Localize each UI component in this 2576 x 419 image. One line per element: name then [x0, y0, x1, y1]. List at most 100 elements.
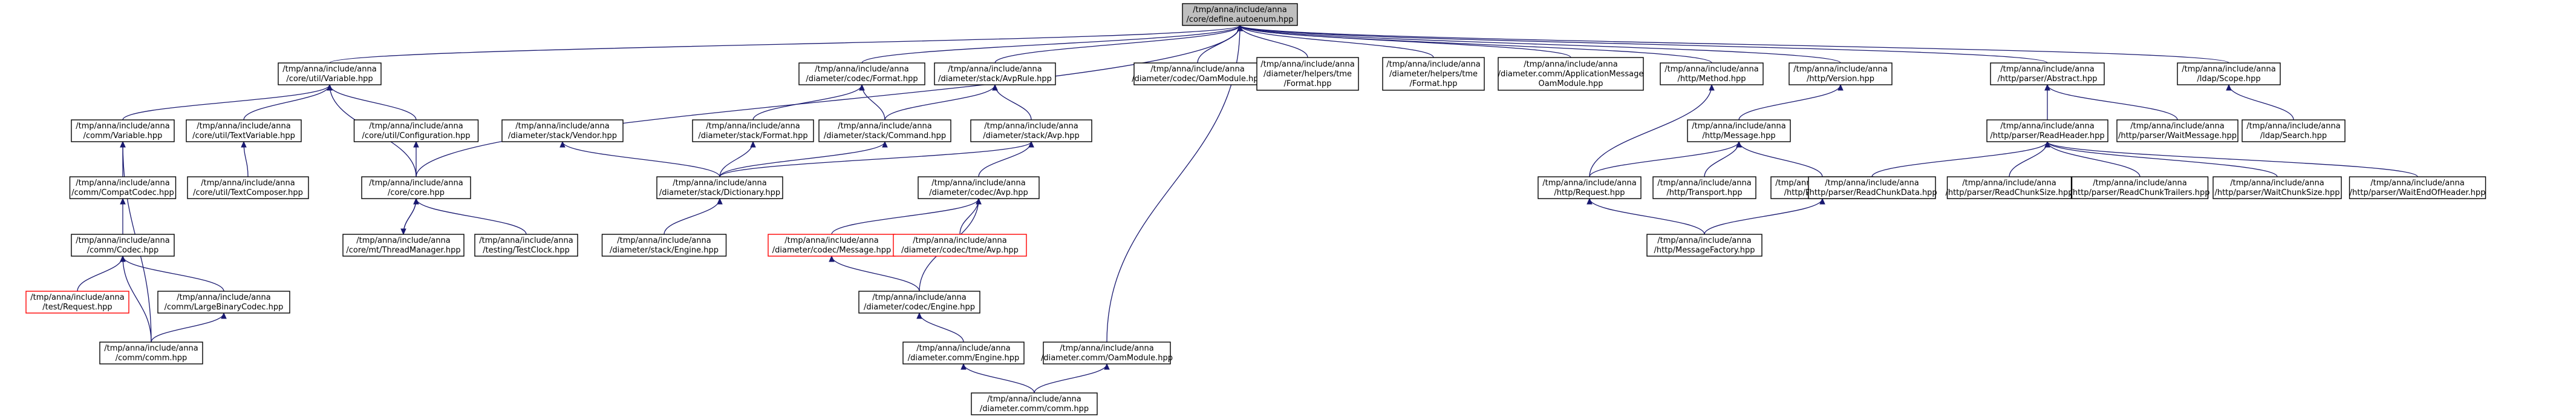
node-label-line: /ldap/Search.hpp	[2260, 131, 2327, 140]
node-box	[1990, 62, 2105, 85]
node-box	[71, 234, 175, 257]
node-text_variable[interactable]: /tmp/anna/include/anna/core/util/TextVar…	[186, 119, 302, 142]
node-read_chunk_trailers[interactable]: /tmp/anna/include/anna/http/parser/ReadC…	[2070, 176, 2210, 199]
node-dcomm[interactable]: /tmp/anna/include/anna/diameter.comm/com…	[971, 392, 1098, 415]
node-box	[918, 176, 1040, 199]
node-label-line: /comm/Variable.hpp	[83, 131, 163, 140]
node-label-line: /Format.hpp	[1283, 79, 1331, 88]
node-http_request[interactable]: /tmp/anna/include/anna/http/Request.hpp	[1537, 176, 1642, 199]
node-dstack_vendor[interactable]: /tmp/anna/include/anna/diameter/stack/Ve…	[501, 119, 624, 142]
node-ldap_search[interactable]: /tmp/anna/include/anna/ldap/Search.hpp	[2242, 119, 2346, 142]
node-dcodec_tme_avp[interactable]: /tmp/anna/include/anna/diameter/codec/tm…	[893, 234, 1027, 257]
node-label-line: /tmp/anna/include/anna	[356, 236, 450, 245]
node-helpers_tme_format2[interactable]: /tmp/anna/include/anna/diameter/helpers/…	[1382, 57, 1485, 91]
node-box	[1498, 57, 1644, 91]
node-dcomm_engine[interactable]: /tmp/anna/include/anna/diameter.comm/Eng…	[902, 341, 1025, 365]
node-dstack_engine[interactable]: /tmp/anna/include/anna/diameter/stack/En…	[601, 234, 727, 257]
node-helpers_tme_format[interactable]: /tmp/anna/include/anna/diameter/helpers/…	[1256, 57, 1359, 91]
node-app_msg_oam[interactable]: /tmp/anna/include/anna/diameter.comm/App…	[1498, 57, 1644, 91]
node-label-line: /http/parser/Abstract.hpp	[1998, 74, 2098, 84]
node-dstack_command[interactable]: /tmp/anna/include/anna/diameter/stack/Co…	[818, 119, 951, 142]
node-label-line: /http/parser/WaitEndOfHeader.hpp	[2350, 188, 2486, 197]
node-compat_codec[interactable]: /tmp/anna/include/anna/comm/CompatCodec.…	[69, 176, 177, 199]
node-read_chunk_size[interactable]: /tmp/anna/include/anna/http/parser/ReadC…	[1945, 176, 2073, 199]
node-box	[99, 341, 203, 365]
edge-variable-to-configuration	[329, 84, 417, 120]
node-label-line: /tmp/anna/include/anna	[1657, 236, 1751, 245]
node-label-line: /tmp/anna/include/anna	[784, 236, 878, 245]
edge-dstack_command-to-dstack_dictionary	[719, 141, 885, 177]
edge-dstack_dictionary-to-dstack_engine	[664, 198, 720, 235]
node-http_version[interactable]: /tmp/anna/include/anna/http/Version.hpp	[1789, 62, 1893, 85]
edge-read_header-to-wait_end_of_header	[2047, 141, 2418, 177]
node-label-line: /http/Message.hpp	[1702, 131, 1775, 140]
node-read_chunk_data[interactable]: /tmp/anna/include/anna/http/parser/ReadC…	[1807, 176, 1937, 199]
node-test_clock[interactable]: /tmp/anna/include/anna/testing/TestClock…	[474, 234, 578, 257]
node-dstack_dictionary[interactable]: /tmp/anna/include/anna/diameter/stack/Di…	[656, 176, 783, 199]
edge-dcodec_format-to-dstack_format	[752, 84, 862, 120]
node-label-line: /tmp/anna/include/anna	[2130, 122, 2224, 131]
node-label-line: /diameter/stack/Engine.hpp	[610, 246, 719, 255]
node-parser_abstract[interactable]: /tmp/anna/include/anna/http/parser/Abstr…	[1990, 62, 2105, 85]
node-dcodec_engine[interactable]: /tmp/anna/include/anna/diameter/codec/En…	[858, 291, 980, 314]
edge-arrowhead	[120, 140, 126, 148]
node-label-line: /diameter.comm/comm.hpp	[980, 404, 1089, 414]
edge-dcomm_oam-to-dcomm	[1034, 363, 1107, 394]
edge-arrowhead	[1104, 363, 1110, 370]
node-thread_manager[interactable]: /tmp/anna/include/anna/core/mt/ThreadMan…	[342, 234, 465, 257]
node-box	[2212, 176, 2342, 199]
node-test_request[interactable]: /tmp/anna/include/anna/test/Request.hpp	[25, 291, 129, 314]
node-box	[2116, 119, 2239, 142]
node-box	[71, 119, 175, 142]
node-core[interactable]: /tmp/anna/include/anna/core/core.hpp	[361, 176, 471, 199]
node-wait_chunk_size[interactable]: /tmp/anna/include/anna/http/parser/WaitC…	[2212, 176, 2342, 199]
node-label-line: /testing/TestClock.hpp	[483, 246, 570, 255]
node-large_binary_codec[interactable]: /tmp/anna/include/anna/comm/LargeBinaryC…	[157, 291, 290, 314]
node-dcodec_format[interactable]: /tmp/anna/include/anna/diameter/codec/Fo…	[798, 62, 925, 85]
node-dcodec_message[interactable]: /tmp/anna/include/anna/diameter/codec/Me…	[768, 234, 896, 257]
edge-read_header-to-wait_chunk_size	[2047, 141, 2278, 177]
node-http_message[interactable]: /tmp/anna/include/anna/http/Message.hpp	[1687, 119, 1791, 142]
node-comm_variable[interactable]: /tmp/anna/include/anna/comm/Variable.hpp	[71, 119, 175, 142]
node-comm_codec[interactable]: /tmp/anna/include/anna/comm/Codec.hpp	[71, 234, 175, 257]
node-message_factory[interactable]: /tmp/anna/include/anna/http/MessageFacto…	[1646, 234, 1762, 257]
node-dstack_avprule[interactable]: /tmp/anna/include/anna/diameter/stack/Av…	[934, 62, 1056, 85]
edge-variable-to-text_variable	[243, 84, 330, 120]
node-label-line: /comm/CompatCodec.hpp	[71, 188, 174, 197]
node-box	[601, 234, 727, 257]
node-ldap_scope[interactable]: /tmp/anna/include/anna/ldap/Scope.hpp	[2177, 62, 2281, 85]
node-root[interactable]: /tmp/anna/include/anna/core/define.autoe…	[1182, 3, 1298, 26]
node-wait_message[interactable]: /tmp/anna/include/anna/http/parser/WaitM…	[2116, 119, 2239, 142]
node-label-line: /tmp/anna/include/anna	[104, 344, 198, 353]
node-label-line: /tmp/anna/include/anna	[2246, 122, 2340, 131]
edge-root-to-variable	[329, 25, 1241, 64]
edge-arrowhead	[1237, 24, 1243, 31]
node-label-line: /comm/LargeBinaryCodec.hpp	[165, 303, 284, 312]
node-http_transport[interactable]: /tmp/anna/include/anna/http/Transport.hp…	[1652, 176, 1756, 199]
node-label-line: /tmp/anna/include/anna	[1524, 60, 1617, 69]
node-variable[interactable]: /tmp/anna/include/anna/core/util/Variabl…	[278, 62, 382, 85]
node-dstack_avp[interactable]: /tmp/anna/include/anna/diameter/stack/Av…	[970, 119, 1092, 142]
edge-arrowhead	[1736, 140, 1742, 148]
node-configuration[interactable]: /tmp/anna/include/anna/core/util/Configu…	[353, 119, 479, 142]
node-dcodec_avp[interactable]: /tmp/anna/include/anna/diameter/codec/Av…	[918, 176, 1040, 199]
node-text_composer[interactable]: /tmp/anna/include/anna/core/util/TextCom…	[187, 176, 309, 199]
node-dstack_format[interactable]: /tmp/anna/include/anna/diameter/stack/Fo…	[692, 119, 814, 142]
node-box	[768, 234, 896, 257]
node-read_header[interactable]: /tmp/anna/include/anna/http/parser/ReadH…	[1986, 119, 2108, 142]
node-label-line: /tmp/anna/include/anna	[1386, 60, 1480, 69]
node-oam_module[interactable]: /tmp/anna/include/anna/diameter/codec/Oa…	[1132, 62, 1264, 85]
node-http_method[interactable]: /tmp/anna/include/anna/http/Method.hpp	[1660, 62, 1764, 85]
node-box	[353, 119, 479, 142]
node-wait_end_of_header[interactable]: /tmp/anna/include/anna/http/parser/WaitE…	[2349, 176, 2486, 199]
node-label-line: /diameter/codec/tme/Avp.hpp	[901, 246, 1019, 255]
edge-parser_abstract-to-wait_message	[2047, 84, 2178, 120]
node-label-line: /tmp/anna/include/anna	[673, 179, 766, 188]
edge-root-to-parser_abstract	[1239, 25, 2048, 64]
node-label-line: /tmp/anna/include/anna	[76, 236, 169, 245]
node-label-line: /tmp/anna/include/anna	[987, 395, 1081, 404]
node-dcomm_oam[interactable]: /tmp/anna/include/anna/diameter.comm/Oam…	[1041, 341, 1173, 365]
node-label-line: /tmp/anna/include/anna	[201, 179, 295, 188]
node-comm[interactable]: /tmp/anna/include/anna/comm/comm.hpp	[99, 341, 203, 365]
node-box	[1382, 57, 1485, 91]
